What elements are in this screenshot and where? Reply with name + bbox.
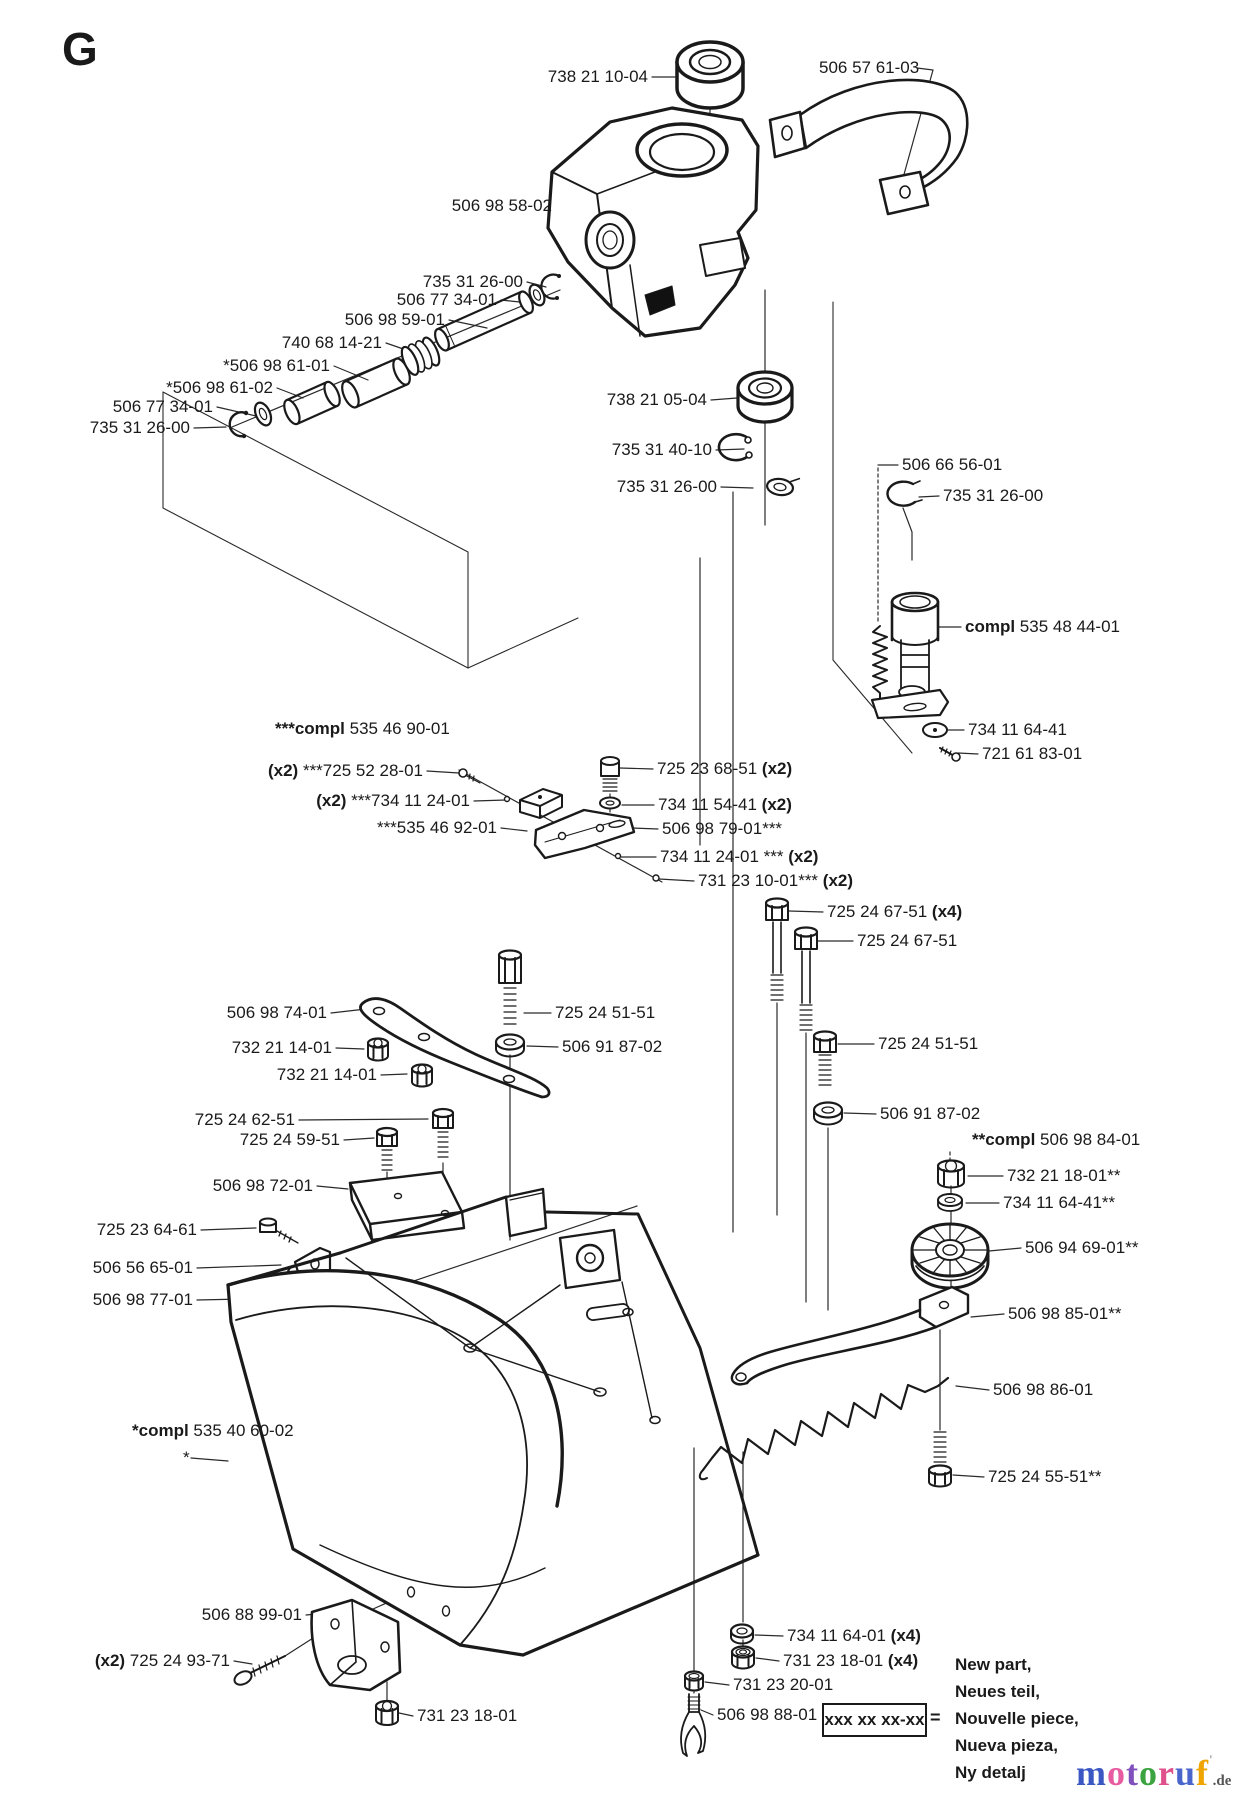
part-label: 506 56 65-01 — [92, 1258, 193, 1277]
part-label: 506 98 58-02 — [451, 196, 552, 215]
part-label: 734 11 54-41 (x2) — [658, 795, 792, 814]
part-label: 731 23 18-01 — [417, 1706, 518, 1725]
figure-letter: G — [62, 23, 98, 75]
legend-line: Nouvelle piece, — [955, 1709, 1079, 1728]
part-label: 732 21 14-01 — [276, 1065, 377, 1084]
part-label: 506 91 87-02 — [880, 1104, 981, 1123]
part-label: 732 21 14-01 — [231, 1038, 332, 1057]
motoruf-logo: motoruf' .de — [1076, 1752, 1231, 1794]
part-label: *506 98 61-02 — [166, 378, 273, 397]
part-label: 506 98 79-01*** — [662, 819, 783, 838]
base-frame — [226, 1187, 760, 1657]
part-label: (x2) ***725 52 28-01 — [267, 761, 423, 780]
part-label: 506 88 99-01 — [201, 1605, 302, 1624]
part-label: 734 11 64-01 (x4) — [787, 1626, 921, 1645]
clutch-spring-assembly — [870, 480, 961, 762]
part-label: 506 94 69-01** — [1025, 1238, 1139, 1257]
equals-sign: = — [930, 1707, 941, 1728]
part-label: 735 31 26-00 — [422, 272, 523, 291]
part-label: * — [183, 1448, 190, 1467]
part-label: 725 24 62-51 — [194, 1110, 295, 1129]
part-label: 506 98 86-01 — [993, 1380, 1094, 1399]
clamp-bracket — [768, 78, 969, 216]
bolts — [259, 897, 953, 1488]
part-label: 721 61 83-01 — [982, 744, 1083, 763]
bearing-lower-stack — [717, 370, 801, 497]
part-label: 725 23 68-51 (x2) — [657, 759, 793, 778]
idler-pulley-assembly — [698, 1159, 990, 1481]
part-label: 734 11 24-01 *** (x2) — [660, 847, 819, 866]
logo-domain-suffix: .de — [1212, 1773, 1232, 1789]
part-label: 506 98 77-01 — [92, 1290, 193, 1309]
part-label: 735 31 26-00 — [943, 486, 1044, 505]
bearing-top — [675, 40, 745, 110]
legend-lines: New part, Neues teil, Nouvelle piece, Nueva… — [955, 1651, 1079, 1786]
part-label: *compl 535 40 60-02 — [132, 1421, 294, 1440]
part-label: 731 23 10-01*** (x2) — [698, 871, 854, 890]
part-label: 725 24 67-51 — [857, 931, 958, 950]
gusset-bracket — [233, 1598, 402, 1726]
part-label: 740 68 14-21 — [281, 333, 382, 352]
part-label: (x2) ***734 11 24-01 — [316, 791, 470, 810]
part-label: 735 31 26-00 — [616, 477, 717, 496]
legend-line: Nueva pieza, — [955, 1736, 1058, 1755]
part-label: 506 98 59-01 — [344, 310, 445, 329]
part-label: 725 24 51-51 — [555, 1003, 656, 1022]
part-label: 731 23 20-01 — [733, 1675, 834, 1694]
part-label: 506 66 56-01 — [902, 455, 1003, 474]
part-label: 725 24 67-51 (x4) — [827, 902, 963, 921]
shaft-assembly — [228, 273, 561, 439]
part-label: (x2) 725 24 93-71 — [94, 1651, 230, 1670]
part-label: 738 21 05-04 — [606, 390, 707, 409]
bottom-hardware-stack — [680, 1623, 756, 1757]
support-bracket-cluster — [458, 756, 660, 882]
part-label: 725 24 51-51 — [878, 1034, 979, 1053]
part-label: 725 23 64-61 — [96, 1220, 197, 1239]
part-label: 725 24 55-51** — [988, 1467, 1102, 1486]
leader-lines — [162, 67, 1022, 1717]
part-label: 735 31 26-00 — [89, 418, 190, 437]
part-label: ***535 46 92-01 — [376, 818, 497, 837]
part-label: 735 31 40-10 — [611, 440, 712, 459]
part-label: *506 98 61-01 — [223, 356, 330, 375]
part-label: 732 21 18-01** — [1007, 1166, 1121, 1185]
part-label: 506 77 34-01 — [396, 290, 497, 309]
part-label: 506 91 87-02 — [562, 1037, 663, 1056]
part-label: 506 98 74-01 — [226, 1003, 327, 1022]
legend-line: New part, — [955, 1655, 1032, 1674]
part-label: compl 535 48 44-01 — [965, 617, 1120, 636]
part-label: 731 23 18-01 (x4) — [783, 1651, 919, 1670]
flat-bar-and-nuts — [359, 997, 551, 1099]
part-label: 506 57 61-03 — [819, 58, 920, 77]
part-label: 506 98 72-01 — [212, 1176, 313, 1195]
logo-tick: ' — [1209, 1752, 1213, 1767]
part-code-placeholder-box: xxx xx xx-xx — [822, 1703, 927, 1737]
legend-line: Neues teil, — [955, 1682, 1041, 1701]
watermark-word: motoruf — [1076, 1753, 1210, 1793]
part-label: 725 24 59-51 — [239, 1130, 340, 1149]
part-label: 734 11 64-41** — [1003, 1193, 1116, 1212]
part-label: 738 21 10-04 — [547, 67, 648, 86]
legend-line: Ny detalj — [955, 1763, 1026, 1782]
part-label: 506 77 34-01 — [112, 397, 213, 416]
part-label: 506 98 88-01 — [717, 1705, 818, 1724]
part-label: 734 11 64-41 — [968, 720, 1067, 739]
part-label: 506 98 85-01** — [1008, 1304, 1122, 1323]
part-label: **compl 506 98 84-01 — [972, 1130, 1141, 1149]
gearbox-housing — [546, 106, 760, 338]
part-label: ***compl 535 46 90-01 — [275, 719, 450, 738]
